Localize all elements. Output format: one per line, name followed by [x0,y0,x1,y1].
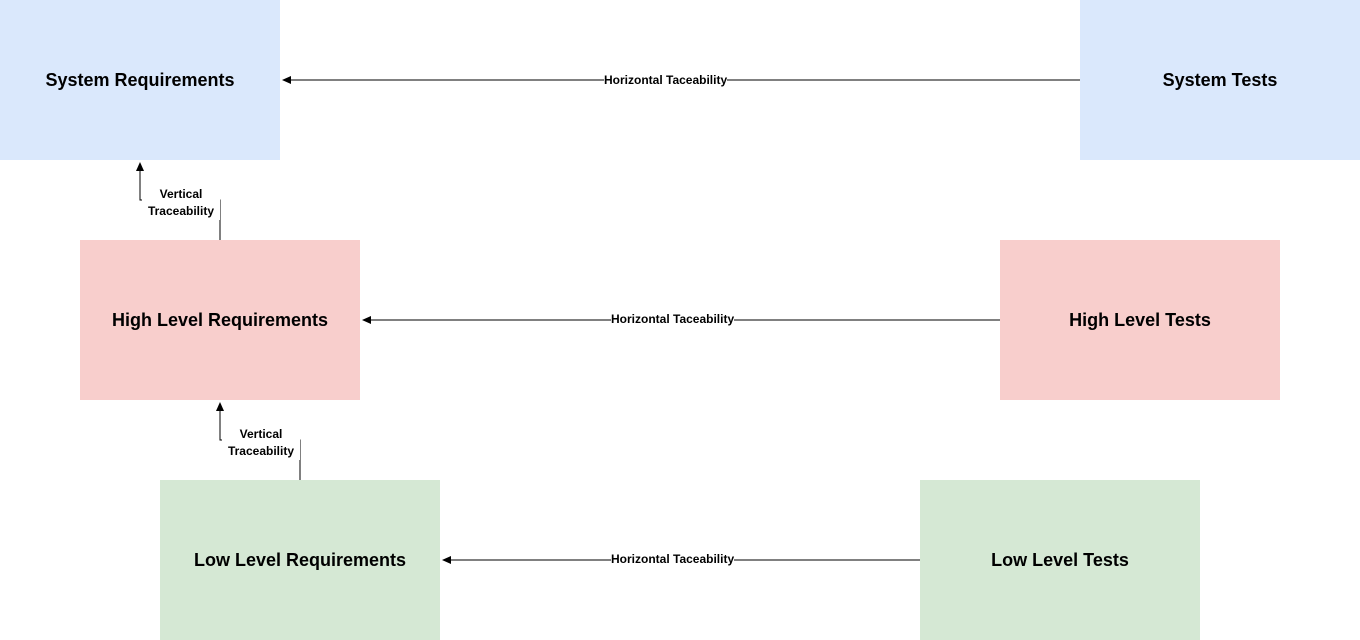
vertical-label-line1: Vertical [159,187,203,201]
low-level-requirements-box[interactable]: Low Level Requirements [160,480,440,640]
system-tests-label: System Tests [1162,69,1278,90]
high-level-requirements-label: High Level Requirements [111,309,329,330]
low-level-tests-label: Low Level Tests [991,549,1129,570]
high-level-tests-box[interactable]: High Level Tests [1000,240,1280,400]
high-level-tests-label: High Level Tests [1069,309,1211,330]
vertical-label-line2: Traceability [227,444,295,458]
horizontal-traceability-label-system: Horizontal Taceability [604,73,728,87]
vertical-traceability-label-upper: Vertical Traceability [142,186,220,220]
horizontal-traceability-label-high: Horizontal Taceability [611,312,735,326]
high-level-requirements-box[interactable]: High Level Requirements [80,240,360,400]
system-requirements-box[interactable]: System Requirements [0,0,280,160]
low-level-requirements-label: Low Level Requirements [193,549,407,570]
low-level-tests-box[interactable]: Low Level Tests [920,480,1200,640]
system-requirements-label: System Requirements [45,69,235,90]
vertical-label-line2: Traceability [147,204,215,218]
vertical-traceability-label-lower: Vertical Traceability [222,426,300,460]
horizontal-traceability-label-low: Horizontal Taceability [611,552,735,566]
system-tests-box[interactable]: System Tests [1080,0,1360,160]
vertical-label-line1: Vertical [239,427,283,441]
